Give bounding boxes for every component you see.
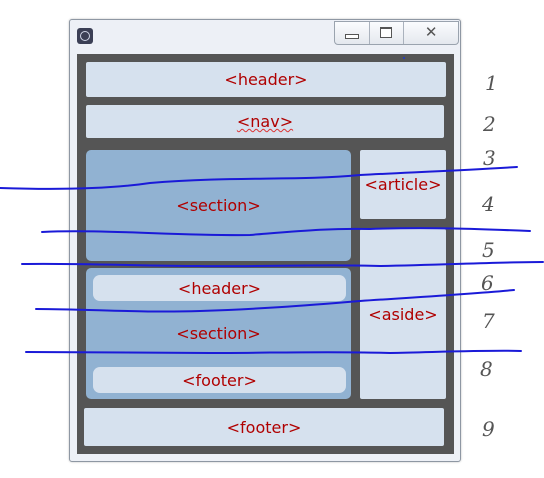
row-number-6: 6 (481, 271, 494, 295)
header-label: <header> (224, 70, 308, 89)
header-block: <header> (86, 62, 446, 97)
window-controls: ✕ (334, 21, 459, 45)
close-button[interactable]: ✕ (404, 22, 458, 44)
section-block-top: <section> (86, 150, 351, 261)
inner-header-block: <header> (93, 275, 346, 301)
inner-header-label: <header> (177, 278, 262, 298)
row-number-5: 5 (482, 238, 495, 262)
minimize-icon (345, 34, 359, 39)
browser-window: ✕ <header> <nav> <section> <article> <se… (69, 19, 461, 462)
close-icon: ✕ (424, 23, 438, 41)
inner-footer-label: <footer> (182, 370, 257, 390)
footer-block: <footer> (84, 408, 444, 446)
footer-label: <footer> (226, 417, 302, 437)
section-bottom-label: <section> (176, 324, 261, 343)
row-number-2: 2 (483, 112, 496, 136)
row-number-7: 7 (482, 309, 495, 333)
page-layout-frame: <header> <nav> <section> <article> <sect… (77, 54, 454, 454)
row-number-8: 8 (480, 357, 493, 381)
minimize-button[interactable] (335, 22, 370, 44)
article-block: <article> (360, 150, 446, 219)
aside-block: <aside> (360, 229, 446, 399)
nav-label: <nav> (236, 112, 294, 131)
aside-label: <aside> (368, 304, 438, 324)
maximize-button[interactable] (370, 22, 405, 44)
row-number-3: 3 (483, 146, 496, 170)
stray-dot (403, 57, 405, 59)
nav-block: <nav> (86, 105, 444, 138)
row-number-4: 4 (482, 192, 495, 216)
row-number-9: 9 (482, 417, 495, 441)
inner-footer-block: <footer> (93, 367, 346, 393)
section-top-label: <section> (176, 196, 261, 215)
article-label: <article> (364, 175, 442, 194)
app-window-icon (77, 28, 93, 44)
maximize-icon (379, 27, 392, 38)
row-number-1: 1 (485, 71, 498, 95)
